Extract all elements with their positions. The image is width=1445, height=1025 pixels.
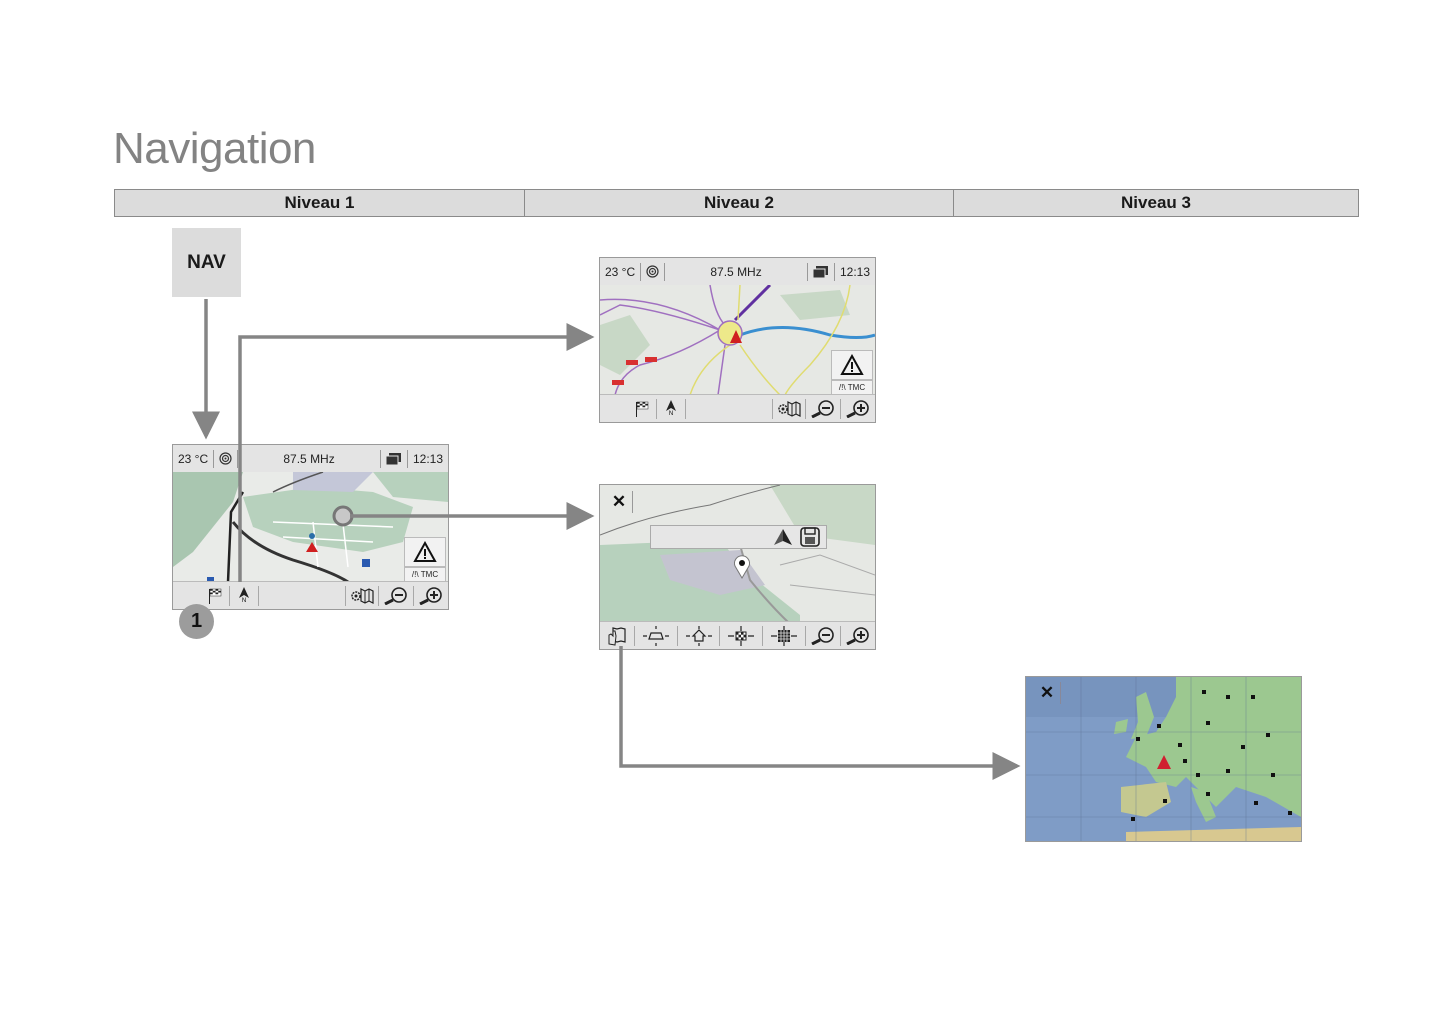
map-view[interactable]: ✕ <box>600 485 875 625</box>
level-1-header: Niveau 1 <box>115 190 525 216</box>
callout-badge: 1 <box>179 604 214 639</box>
traffic-warning-button[interactable] <box>831 350 873 380</box>
radio-frequency[interactable]: 87.5 MHz <box>238 449 381 468</box>
europe-overview-map[interactable]: ✕ <box>1026 677 1301 841</box>
navigate-arrow-icon[interactable] <box>774 529 792 545</box>
radio-frequency[interactable]: 87.5 MHz <box>665 262 808 281</box>
north-label: N <box>241 598 247 604</box>
temperature: 23 °C <box>600 262 642 281</box>
checkered-flag-icon[interactable] <box>628 398 657 419</box>
screen-level-2-point: ✕ <box>599 484 876 650</box>
zoom-in-icon[interactable] <box>414 586 448 606</box>
destination-target-icon[interactable] <box>720 625 764 646</box>
save-disk-icon[interactable] <box>800 527 820 547</box>
zoom-out-icon[interactable] <box>379 585 414 606</box>
warning-triangle-icon <box>840 354 864 375</box>
level-2-header: Niveau 2 <box>525 190 954 216</box>
screen-level-2-map: 23 °C 87.5 MHz 12:13 /! <box>599 257 876 423</box>
grid-target-icon[interactable] <box>763 625 807 646</box>
map-toolbar: N <box>173 581 448 609</box>
zoom-out-icon[interactable] <box>806 625 842 646</box>
hand-map-icon[interactable] <box>600 625 635 646</box>
media-icon[interactable] <box>808 262 835 281</box>
radio-signal-icon[interactable] <box>214 449 239 468</box>
zoom-in-icon[interactable] <box>841 626 875 646</box>
map-view[interactable]: /!\ TMC <box>600 283 875 396</box>
location-info-bar <box>650 525 827 549</box>
nav-key-button[interactable]: NAV <box>172 228 241 297</box>
map-view[interactable]: /!\ TMC <box>173 471 448 584</box>
map-pin-icon <box>734 555 750 579</box>
tmc-label: TMC <box>420 570 439 579</box>
page-title: Navigation <box>113 124 316 173</box>
home-target-icon[interactable] <box>678 625 721 646</box>
north-label: N <box>668 411 674 417</box>
checkered-flag-icon[interactable] <box>201 585 230 606</box>
close-icon[interactable]: ✕ <box>606 491 633 513</box>
status-bar: 23 °C 87.5 MHz 12:13 <box>173 445 448 473</box>
temperature: 23 °C <box>173 449 215 468</box>
vehicle-target-icon[interactable] <box>635 625 678 646</box>
map-settings-icon[interactable] <box>772 398 806 419</box>
screen-level-1: 23 °C 87.5 MHz 12:13 /! <box>172 444 449 610</box>
tmc-button[interactable]: /!\ TMC <box>404 567 446 582</box>
point-toolbar <box>600 621 875 649</box>
media-icon[interactable] <box>381 449 408 468</box>
close-icon[interactable]: ✕ <box>1034 682 1061 704</box>
north-arrow-icon <box>666 400 676 411</box>
status-bar: 23 °C 87.5 MHz 12:13 <box>600 258 875 286</box>
arrow-hand-to-europe-screen <box>619 646 1021 780</box>
level-3-header: Niveau 3 <box>1121 193 1191 212</box>
zoom-out-icon[interactable] <box>806 398 841 419</box>
warning-triangle-icon <box>413 541 437 562</box>
traffic-warning-button[interactable] <box>404 537 446 567</box>
map-settings-icon[interactable] <box>345 585 379 606</box>
tmc-label: TMC <box>847 383 866 392</box>
map-toolbar: N <box>600 394 875 422</box>
clock: 12:13 <box>839 264 870 279</box>
clock: 12:13 <box>412 451 443 466</box>
levels-header: Niveau 1 Niveau 2 Niveau 3 <box>114 189 1359 217</box>
radio-signal-icon[interactable] <box>641 262 666 281</box>
zoom-in-icon[interactable] <box>841 399 875 419</box>
north-up-button[interactable]: N <box>657 398 686 419</box>
screen-level-3: ✕ <box>1025 676 1302 842</box>
north-arrow-icon <box>239 587 249 598</box>
tmc-button[interactable]: /!\ TMC <box>831 380 873 395</box>
north-up-button[interactable]: N <box>230 585 259 606</box>
